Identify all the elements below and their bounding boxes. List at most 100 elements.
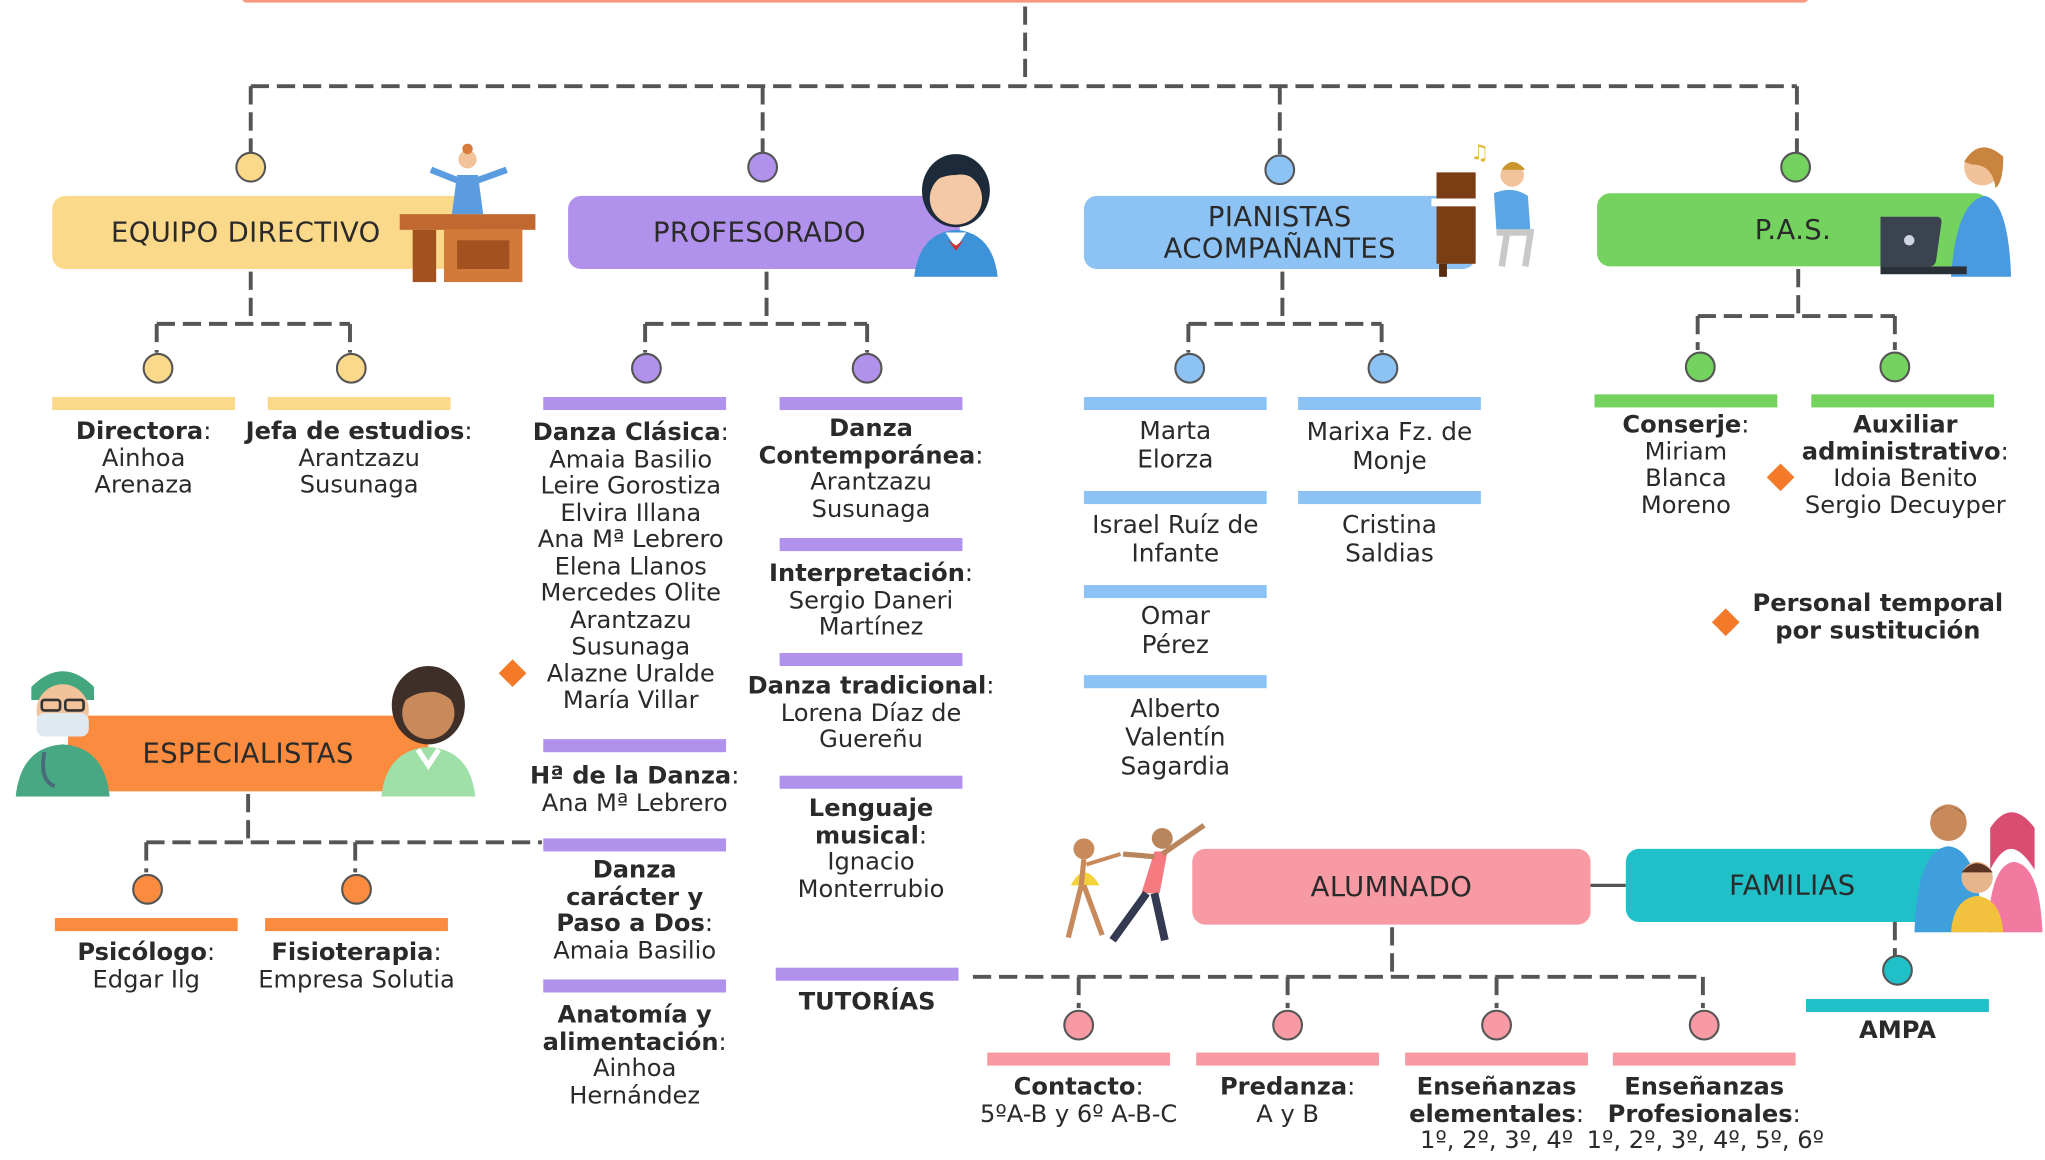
tradicional-block: Danza tradicional: Lorena Díaz de Guereñ… xyxy=(747,672,995,754)
contemporanea-block: Danza Contemporánea: Arantzazu Susunaga xyxy=(754,415,989,524)
name: Marta xyxy=(1139,416,1212,446)
tutorias-label: TUTORÍAS xyxy=(798,988,936,1016)
psicologo-label: Psicólogo: xyxy=(77,938,216,967)
bar-pianista-2 xyxy=(1083,491,1267,505)
fisio-block: Fisioterapia: Empresa Solutia xyxy=(246,938,468,994)
name: María Villar xyxy=(562,686,699,715)
predanza-label: Predanza: xyxy=(1219,1073,1356,1101)
name: Mercedes Olite xyxy=(540,579,721,608)
historia-label: Hª de la Danza: xyxy=(529,762,740,791)
name: Alberto xyxy=(1130,694,1221,724)
box-profesorado: PROFESORADO xyxy=(568,195,960,270)
caracter-block: Danza carácter y Paso a Dos: Amaia Basil… xyxy=(530,856,739,965)
pianista-marixa: Marixa Fz. de Monje xyxy=(1285,418,1494,475)
name: Moreno xyxy=(1640,491,1731,520)
box-familias: FAMILIAS xyxy=(1625,848,1959,922)
profesionales-label: Enseñanzas xyxy=(1624,1073,1785,1101)
bar-predanza xyxy=(1196,1052,1380,1066)
fisio-label: Fisioterapia: xyxy=(271,938,442,967)
contacto-block: Contacto: 5ºA-B y 6º A-B-C xyxy=(961,1073,1196,1129)
name: Hernández xyxy=(569,1081,701,1110)
name: Monje xyxy=(1352,446,1427,476)
jefa-block: Jefa de estudios: Arantzazu Susunaga xyxy=(242,418,477,499)
bar-elementales xyxy=(1405,1052,1588,1066)
name: Edgar Ilg xyxy=(92,965,201,994)
bar-ampa xyxy=(1806,999,1989,1013)
name: Ainhoa xyxy=(592,1055,677,1083)
psicologo-block: Psicólogo: Edgar Ilg xyxy=(55,938,238,994)
clasica-block: Danza Clásica: Amaia Basilio Leire Goros… xyxy=(522,420,739,714)
clasica-label: Danza Clásica: xyxy=(532,419,729,447)
bar-lenguaje xyxy=(779,775,963,789)
contemporanea-label: Contemporánea: xyxy=(758,442,984,470)
name: Amaia Basilio xyxy=(549,445,713,474)
name: Amaia Basilio xyxy=(553,936,717,965)
name: Guereñu xyxy=(819,726,923,754)
anatomia-label: alimentación: xyxy=(542,1028,727,1056)
elementales-label: elementales: xyxy=(1409,1100,1584,1128)
bar-contemporanea xyxy=(779,396,963,411)
bar-interpretacion xyxy=(779,538,963,552)
box-label-line1: PIANISTAS xyxy=(1207,201,1352,233)
bar-historia xyxy=(543,739,727,753)
bar-pianista-4 xyxy=(1083,675,1267,689)
historia-block: Hª de la Danza: Ana Mª Lebrero xyxy=(522,762,747,818)
caracter-label: Danza xyxy=(592,856,677,885)
bar-fisio xyxy=(265,918,448,932)
name: Susunaga xyxy=(571,633,691,661)
predanza-block: Predanza: A y B xyxy=(1196,1073,1379,1129)
bar-pianista-3 xyxy=(1083,585,1267,599)
directora-block: Directora: Ainhoa Arenaza xyxy=(52,417,235,499)
box-pianistas: PIANISTAS ACOMPAÑANTES xyxy=(1083,195,1476,270)
name: Lorena Díaz de xyxy=(780,699,962,727)
directora-label: Directora: xyxy=(75,417,212,446)
bar-tutorias xyxy=(775,967,959,981)
contacto-label: Contacto: xyxy=(1013,1073,1144,1101)
tradicional-label: Danza tradicional: xyxy=(747,672,995,700)
anatomia-block: Anatomía y alimentación: Ainhoa Hernánde… xyxy=(530,1002,739,1110)
desk-director-icon xyxy=(399,143,536,283)
caracter-label: carácter y xyxy=(566,883,704,911)
elementales-label: Enseñanzas xyxy=(1416,1073,1577,1101)
name: Arantzazu xyxy=(569,606,692,635)
name: Sergio Daneri xyxy=(788,587,954,615)
name: 1º, 2º, 3º, 4º, 5º, 6º xyxy=(1586,1126,1824,1155)
name: Arenaza xyxy=(94,471,193,499)
profesionales-label: Profesionales: xyxy=(1607,1100,1801,1128)
lenguaje-block: Lenguaje musical: Ignacio Monterrubio xyxy=(773,796,969,904)
name: Saldias xyxy=(1345,539,1434,569)
name: 1º, 2º, 3º, 4º xyxy=(1420,1126,1574,1155)
name: Miriam xyxy=(1644,438,1728,466)
name: Alazne Uralde xyxy=(546,660,715,688)
box-label: ALUMNADO xyxy=(1310,871,1473,903)
elementales-block: Enseñanzas elementales: 1º, 2º, 3º, 4º xyxy=(1392,1073,1601,1155)
auxiliar-label: administrativo: xyxy=(1801,438,2009,466)
name: Arantzazu xyxy=(298,444,420,473)
name: Valentín xyxy=(1125,723,1226,753)
bar-conserje xyxy=(1594,394,1778,408)
legend-text: Personal temporal por sustitución xyxy=(1747,591,2008,646)
ampa-label: AMPA xyxy=(1859,1017,1936,1045)
name: Susunaga xyxy=(811,495,931,524)
bar-directora xyxy=(52,396,236,411)
name: Israel Ruíz de xyxy=(1092,510,1259,540)
name: Elvira Illana xyxy=(560,499,702,527)
box-label: FAMILIAS xyxy=(1729,869,1856,902)
name: Pérez xyxy=(1141,630,1209,660)
interpretacion-label: Interpretación: xyxy=(769,560,974,588)
svg-text:♫: ♫ xyxy=(1470,141,1489,164)
conserje-block: Conserje: Miriam Blanca Moreno xyxy=(1595,412,1778,520)
name: Martínez xyxy=(818,613,924,642)
pianist-icon: ♫ xyxy=(1431,141,1535,277)
box-especialistas: ESPECIALISTAS xyxy=(67,715,429,792)
pianista-omar: Omar Pérez xyxy=(1084,602,1267,659)
name: Idoia Benito xyxy=(1833,464,1978,493)
contemporanea-label: Danza xyxy=(829,415,913,443)
pianista-marta: Marta Elorza xyxy=(1084,417,1267,474)
box-label: ESPECIALISTAS xyxy=(142,737,354,770)
bar-psicologo xyxy=(54,918,238,932)
bar-clasica xyxy=(543,396,727,411)
name: Ignacio xyxy=(827,848,915,877)
